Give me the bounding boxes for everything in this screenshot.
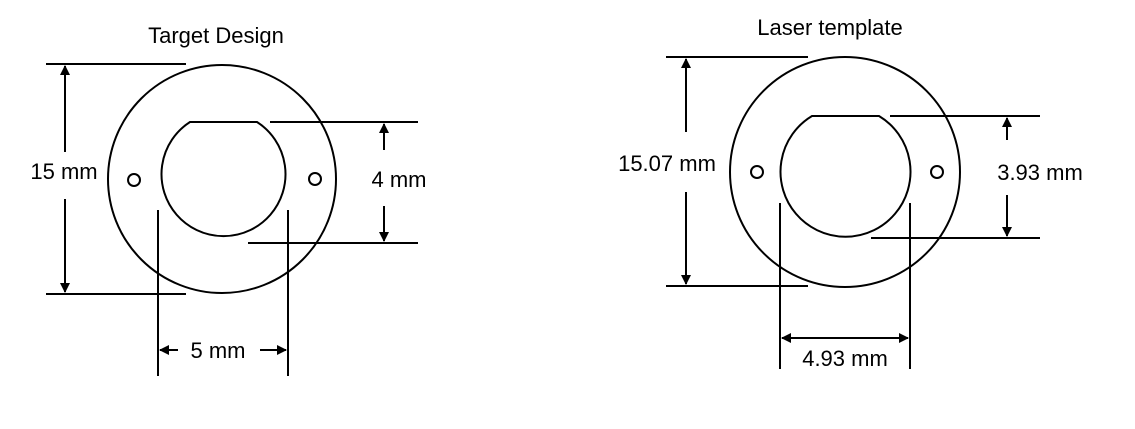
laser-right-hole: [930, 165, 944, 179]
target-outer-diameter-label: 15 mm: [30, 159, 97, 184]
laser-inner-width-dimension: 4.93 mm: [779, 203, 911, 371]
target-outer-ring: [107, 64, 337, 294]
target-design-drawing: Target Design 15 mm 4 mm: [30, 23, 427, 376]
target-inner-height-label: 4 mm: [372, 167, 427, 192]
laser-outer-diameter-dimension: 15.07 mm: [618, 56, 808, 287]
laser-template-title: Laser template: [757, 15, 903, 40]
target-right-hole: [308, 172, 322, 186]
laser-left-hole: [750, 165, 764, 179]
target-inner-height-dimension: 4 mm: [248, 121, 427, 244]
laser-inner-width-label: 4.93 mm: [802, 346, 888, 371]
target-left-hole: [127, 173, 141, 187]
laser-template-drawing: Laser template 15.07 mm 3.93 mm: [618, 15, 1083, 371]
target-outer-diameter-dimension: 15 mm: [30, 63, 186, 295]
laser-inner-opening: [779, 115, 912, 238]
target-inner-opening: [160, 121, 287, 238]
laser-outer-diameter-label: 15.07 mm: [618, 151, 716, 176]
laser-inner-height-dimension: 3.93 mm: [871, 115, 1083, 239]
laser-outer-ring: [729, 56, 961, 288]
target-inner-width-label: 5 mm: [191, 338, 246, 363]
target-design-title: Target Design: [148, 23, 284, 48]
laser-inner-height-label: 3.93 mm: [997, 160, 1083, 185]
target-inner-width-dimension: 5 mm: [157, 210, 289, 376]
